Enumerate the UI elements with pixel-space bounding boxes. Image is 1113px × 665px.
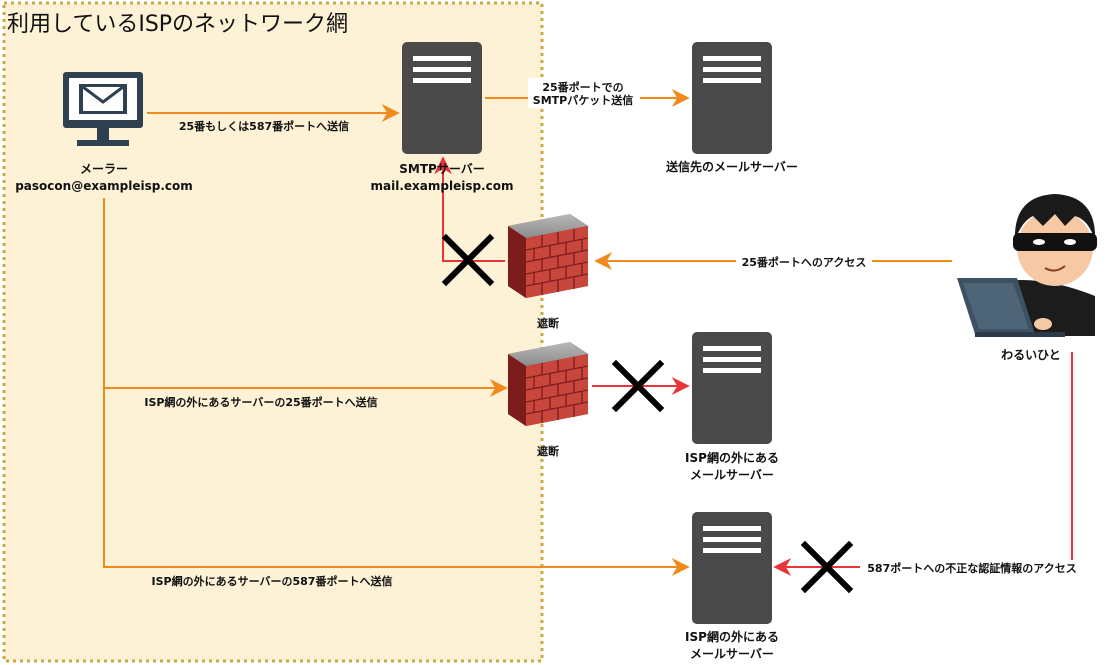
hacker-icon	[957, 194, 1097, 337]
firewall-2-icon	[507, 341, 589, 427]
edge-hacker-to-outside2	[773, 352, 1073, 576]
edge-label-bg	[736, 254, 872, 269]
edge-label-smtp-to-dest-1: 25番ポートでの	[542, 80, 623, 94]
edge-label-bg	[142, 573, 402, 589]
outside-server-1-line1: ISP網の外にある	[685, 450, 779, 465]
firewall-1-label: 遮断	[537, 316, 559, 330]
edge-label-hacker-to-25: 25番ポートへのアクセス	[742, 255, 867, 269]
edge-mailer-to-outside	[103, 198, 690, 576]
mailer-address: pasocon@exampleisp.com	[15, 179, 193, 193]
edge-label-bg	[528, 78, 640, 108]
dest-server-icon	[692, 42, 772, 154]
smtp-server-label: SMTPサーバー	[399, 162, 484, 176]
edge-blocked-to-smtp	[434, 156, 505, 262]
edge-label-bg	[174, 117, 354, 133]
edge-label-mailer-to-outside25: ISP網の外にあるサーバーの25番ポートへ送信	[144, 395, 377, 409]
edge-label-smtp-to-dest-2: SMTPパケット送信	[533, 93, 633, 107]
outside-server-2-line1: ISP網の外にある	[685, 629, 779, 644]
firewall-2-label: 遮断	[537, 444, 559, 458]
edge-label-mailer-to-outside587: ISP網の外にあるサーバーの587番ポートへ送信	[152, 574, 393, 588]
outside-server-2-line2: メールサーバー	[690, 647, 774, 661]
outside-server-2-icon	[692, 512, 772, 624]
edge-label-hacker-to-587: 587ポートへの不正な認証情報のアクセス	[867, 561, 1076, 575]
firewall-1-icon	[507, 213, 589, 299]
mailer-label: メーラー	[80, 162, 128, 176]
mailer-computer-icon	[63, 72, 143, 146]
isp-zone-title: 利用しているISPのネットワーク網	[7, 12, 348, 37]
edge-label-bg	[860, 560, 1086, 576]
edge-label-mailer-to-smtp: 25番もしくは587番ポートへ送信	[179, 119, 349, 133]
smtp-server-host: mail.exampleisp.com	[371, 179, 514, 193]
outside-server-1-icon	[692, 332, 772, 444]
dest-server-label: 送信先のメールサーバー	[665, 159, 798, 174]
edge-label-bg	[135, 394, 387, 410]
smtp-server-icon	[402, 42, 482, 154]
outside-server-1-line2: メールサーバー	[690, 468, 774, 482]
hacker-label: わるいひと	[1001, 348, 1061, 362]
